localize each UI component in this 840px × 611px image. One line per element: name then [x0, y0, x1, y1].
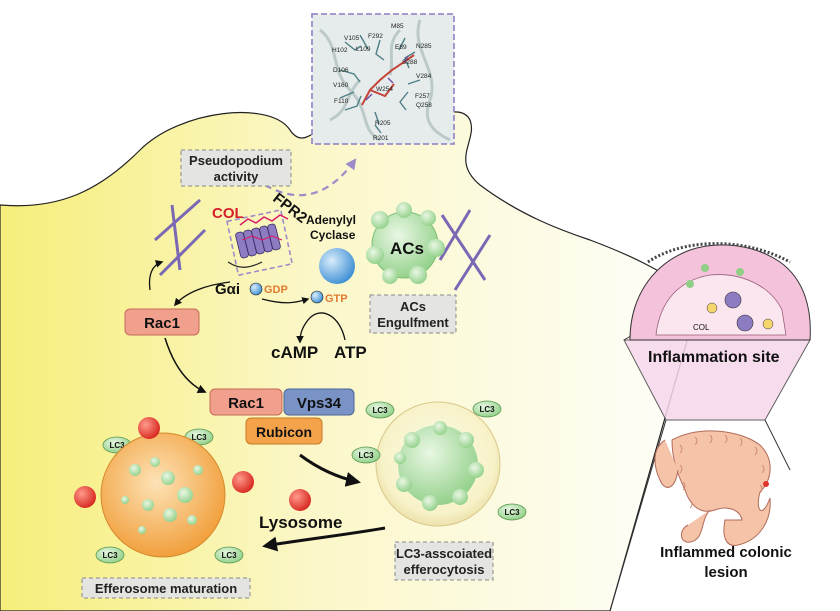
rubicon-label: Rubicon: [256, 424, 312, 440]
rac1-complex-box: [209, 388, 283, 416]
vps34-box: [283, 388, 355, 416]
colon-label-line1: Inflammed colonic: [660, 544, 792, 561]
efferosome: [100, 432, 226, 558]
fpr2-receptor: [226, 209, 294, 277]
residue-label: H102: [332, 47, 348, 54]
residue-label: F110: [334, 98, 349, 105]
inset-col-label: COL: [693, 323, 710, 332]
lysosome-label: Lysosome: [259, 513, 342, 532]
colon-label-line2: lesion: [704, 564, 747, 581]
inflammation-site-label: Inflammation site: [648, 349, 780, 366]
lc3-badges: LC3 LC3 LC3 LC3 LC3 LC3 LC3 LC3: [95, 400, 527, 564]
lc3-badge-7: LC3: [102, 551, 118, 560]
residue-label: V105: [344, 35, 360, 42]
galpha-i-subunit: [249, 282, 263, 296]
gdp-label: GDP: [264, 284, 288, 296]
lc3-efferocytosis-line2: efferocytosis: [404, 562, 485, 577]
adenylyl-label-line1: Adenylyl: [306, 213, 356, 227]
gtp-label: GTP: [325, 293, 348, 305]
lc3-efferocytosis-line1: LC3-asscoiated: [396, 546, 492, 561]
actin-filaments-left: [154, 198, 207, 277]
lc3-phagosome: [375, 401, 501, 527]
rac1-complex-label: Rac1: [228, 395, 264, 412]
residue-label: N285: [416, 43, 432, 50]
lc3-badge-8: LC3: [221, 551, 237, 560]
rac1-label: Rac1: [144, 315, 180, 332]
residue-label: L109: [356, 46, 371, 53]
residue-label: V284: [416, 73, 432, 80]
pseudopodium-label-line1: Pseudopodium: [189, 153, 283, 168]
atp-label: ATP: [334, 343, 367, 362]
acs-label: ACs: [390, 239, 424, 258]
pseudopodium-label-line2: activity: [214, 169, 260, 184]
residue-label: E89: [395, 44, 407, 51]
apoptotic-cell: [366, 202, 445, 284]
gtp-subunit: [310, 290, 324, 304]
lysosome-free: [289, 489, 311, 511]
adenylyl-label-line2: Cyclase: [310, 228, 356, 242]
residue-label: Q258: [416, 102, 432, 109]
residue-label: M85: [391, 23, 404, 30]
residue-label: V160: [333, 82, 349, 89]
lc3-badge-3: LC3: [358, 451, 374, 460]
residue-label: F257: [415, 93, 430, 100]
colon-illustration: [654, 430, 771, 546]
lc3-badge-2: LC3: [479, 405, 495, 414]
lc3-badge-1: LC3: [372, 406, 388, 415]
col-label: COL: [212, 205, 244, 222]
vps34-label: Vps34: [297, 395, 342, 412]
acs-engulfment-line2: Engulfment: [377, 315, 449, 330]
galpha-i-label: Gαi: [215, 281, 240, 298]
efferosome-maturation-label: Efferosome maturation: [95, 581, 237, 596]
fpr2-to-structure-arrow: [264, 158, 357, 197]
residue-label: F292: [368, 33, 383, 40]
residue-label: S288: [402, 59, 418, 66]
residue-label: W254: [376, 86, 393, 93]
adenylyl-cyclase: [319, 248, 355, 284]
acs-engulfment-line1: ACs: [400, 299, 426, 314]
lc3-badge-5: LC3: [109, 441, 125, 450]
inflammation-site-inset: COL Inflammation site: [609, 242, 811, 611]
camp-label: cAMP: [271, 343, 318, 362]
lc3-badge-4: LC3: [504, 508, 520, 517]
actin-filaments-right: [438, 209, 492, 291]
lysosomes-docked: [74, 417, 254, 508]
residue-label: R201: [373, 135, 389, 142]
rac1-box: [124, 308, 200, 336]
rubicon-box: [245, 417, 323, 445]
lc3-badge-6: LC3: [191, 433, 207, 442]
residue-label: R205: [375, 120, 391, 127]
residue-label: D106: [333, 67, 349, 74]
